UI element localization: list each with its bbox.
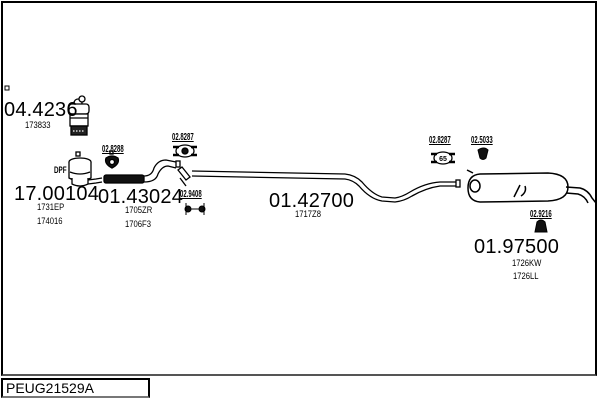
part-number[interactable]: 01.43024 [98,186,184,208]
centre-pipe-icon [191,170,461,203]
svg-text:65: 65 [439,156,447,163]
part-reference: 1726LL [513,271,539,281]
part-reference: 1726KW [512,258,542,268]
rear-silencer-icon [466,169,597,204]
part-reference: 1731EP [37,202,65,212]
accessory-number[interactable]: 02.8288 [102,144,124,155]
accessory-number[interactable]: 02.8287 [172,132,194,143]
part-reference: 1717Z8 [295,209,321,219]
diagram-code: PEUG21529A [1,378,150,398]
marker-icon [4,85,10,91]
part-reference: 173833 [25,120,51,130]
diagram-frame [1,1,597,376]
part-number[interactable]: 01.42700 [269,190,355,212]
dpf-icon [68,151,92,187]
accessory-number[interactable]: 02.9408 [180,189,202,200]
part-number[interactable]: 04.4236 [4,99,78,121]
accessory-number[interactable]: 02.9216 [530,209,552,220]
part-reference: 174016 [37,216,63,226]
part-reference: 1706F3 [125,219,151,229]
clamp-icon: 65 [431,151,455,165]
accessory-number[interactable]: 02.8287 [429,135,451,146]
bolt-pair-icon [184,203,206,215]
dpf-label: DPF [54,165,67,175]
accessory-number[interactable]: 02.5033 [471,135,493,146]
part-number[interactable]: 17.00104 [14,183,100,205]
joint-icon [177,166,191,187]
part-reference: 1705ZR [125,205,153,215]
clamp-icon [173,144,197,158]
part-number[interactable]: 01.97500 [474,236,560,258]
catalyst-icon [68,95,90,136]
front-pipe-icon [87,159,181,185]
gasket-ring-icon [104,150,120,169]
rubber-mount-icon [477,147,489,160]
rubber-mount-icon [534,219,548,233]
